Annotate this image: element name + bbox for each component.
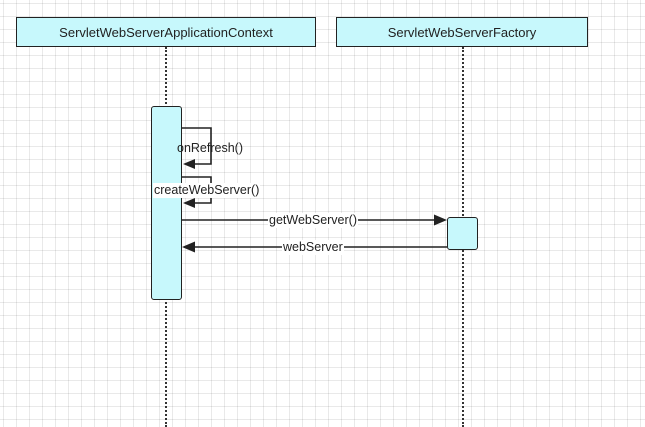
message-label-webserver: webServer xyxy=(282,240,344,255)
participant-servlet-web-server-factory[interactable]: ServletWebServerFactory xyxy=(336,17,588,47)
self-call-onrefresh-arrowhead xyxy=(183,159,195,169)
participant-left-label: ServletWebServerApplicationContext xyxy=(59,24,273,40)
getwebserver-arrowhead xyxy=(434,214,447,226)
message-label-onrefresh: onRefresh() xyxy=(177,141,243,155)
message-label-createwebserver: createWebServer() xyxy=(153,183,261,198)
message-label-getwebserver: getWebServer() xyxy=(268,213,358,228)
participant-servlet-web-server-application-context[interactable]: ServletWebServerApplicationContext xyxy=(16,17,316,47)
self-call-createwebserver-arrowhead xyxy=(183,198,195,208)
activation-bar-right[interactable] xyxy=(447,217,478,250)
webserver-return-arrowhead xyxy=(182,241,195,253)
activation-bar-left[interactable] xyxy=(151,106,182,300)
participant-right-label: ServletWebServerFactory xyxy=(387,24,537,40)
